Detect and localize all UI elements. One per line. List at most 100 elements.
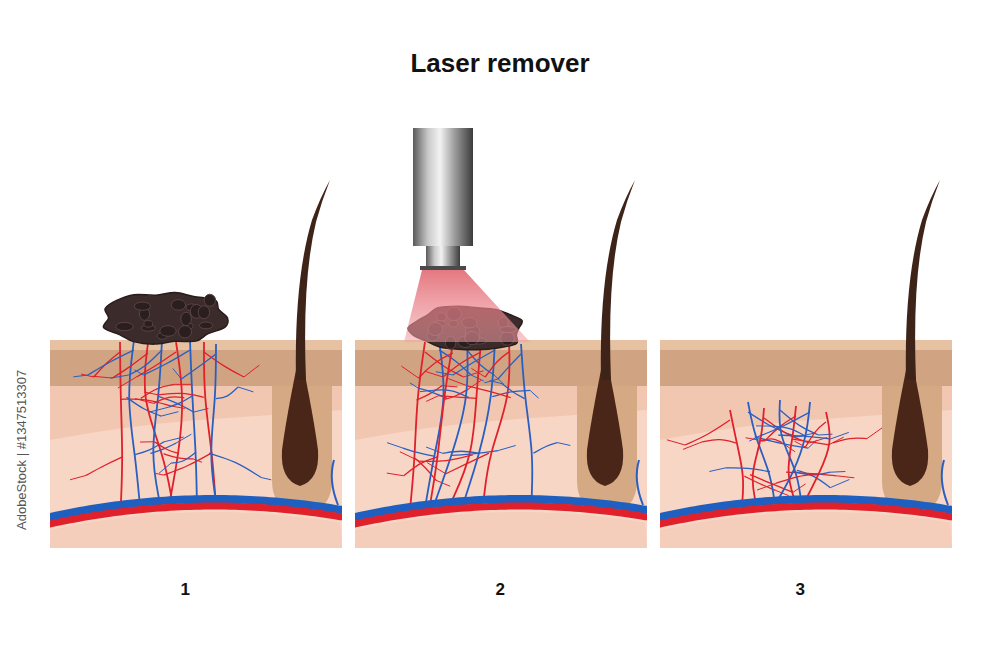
mole-spot	[134, 302, 150, 310]
capillary-twig	[757, 483, 776, 490]
capillary-twig	[746, 438, 765, 441]
mole-spot	[181, 312, 192, 325]
mole-spot	[199, 322, 212, 329]
capillary-branch	[181, 354, 216, 379]
capillary-twig	[830, 471, 845, 473]
capillary-twig	[135, 370, 144, 375]
hair-bulb	[587, 370, 623, 486]
capillary-twig	[387, 473, 404, 476]
capillary-branch	[793, 439, 829, 445]
capillary-twig	[427, 463, 446, 474]
capillary-twig	[448, 379, 468, 386]
skin-panel	[45, 180, 345, 548]
capillary-twig	[238, 387, 253, 392]
capillary-branch	[685, 420, 730, 445]
capillary	[730, 410, 743, 505]
callout-number: 3	[796, 580, 805, 600]
mole-spot	[160, 326, 176, 337]
capillary-branch	[86, 457, 123, 476]
artery	[355, 506, 647, 524]
capillary-branch	[136, 352, 176, 377]
capillary-twig	[830, 432, 848, 439]
capillary	[211, 344, 216, 500]
capillary-branch	[468, 386, 511, 398]
capillary	[753, 408, 764, 503]
capillary	[805, 412, 829, 500]
skin-panel	[655, 180, 955, 548]
capillary-twig	[530, 390, 538, 398]
capillary-twig	[830, 479, 849, 487]
capillary-twig	[683, 442, 702, 449]
capillary	[521, 344, 532, 500]
skin-panel	[350, 180, 650, 548]
capillary	[637, 460, 643, 505]
capillary-twig	[73, 375, 88, 377]
capillary-branch	[772, 426, 806, 437]
capillary-twig	[111, 375, 129, 378]
artery	[50, 506, 342, 524]
capillary	[204, 342, 216, 500]
capillary	[777, 402, 810, 502]
capillary	[434, 340, 468, 505]
capillary-twig	[426, 447, 443, 453]
capillary	[145, 343, 173, 501]
laser-nozzle	[420, 266, 466, 270]
capillary	[129, 340, 140, 504]
capillary	[190, 340, 197, 500]
capillary-twig	[70, 475, 86, 479]
capillary-branch	[765, 416, 796, 441]
capillary-twig	[420, 390, 434, 392]
capillary-twig	[261, 478, 271, 480]
capillary-branch	[154, 442, 178, 454]
capillary-branch	[88, 350, 134, 375]
capillary-branch	[209, 453, 261, 477]
hair-shaft	[906, 180, 940, 380]
capillary-branch	[143, 350, 190, 375]
capillary-twig	[173, 368, 182, 379]
capillary-twig	[387, 443, 402, 448]
mole	[103, 293, 228, 345]
capillary-twig	[667, 440, 685, 445]
capillary-twig	[244, 365, 260, 377]
capillary-twig	[156, 473, 164, 475]
capillary-twig	[426, 396, 439, 402]
capillary-twig	[749, 437, 757, 441]
laser-device	[413, 128, 473, 270]
mole-body	[103, 293, 228, 345]
hair-bulb	[892, 370, 928, 486]
capillary	[942, 460, 948, 505]
mole-spot	[198, 306, 210, 319]
capillary-twig	[756, 425, 772, 426]
capillary-twig	[135, 399, 154, 404]
callout-number: 1	[181, 580, 190, 600]
capillary-branch	[755, 437, 808, 448]
capillary-twig	[794, 441, 805, 447]
laser-body	[413, 128, 473, 246]
capillary-branch	[485, 352, 509, 377]
capillary-twig	[400, 452, 420, 461]
capillary-branch	[502, 384, 524, 399]
capillary-twig	[140, 441, 155, 442]
capillary-twig	[436, 372, 453, 375]
capillary-twig	[118, 377, 137, 388]
capillary	[430, 343, 453, 505]
capillary-branch	[533, 443, 557, 454]
capillary-twig	[498, 445, 515, 450]
capillary-twig	[144, 392, 159, 395]
capillary	[410, 342, 425, 508]
capillary-branch	[418, 353, 453, 378]
capillary-branch	[439, 396, 476, 399]
capillary-twig	[410, 383, 419, 388]
capillary	[332, 460, 338, 505]
watermark: AdobeStock | #1347513307	[14, 370, 29, 530]
capillary-twig	[484, 379, 498, 383]
capillary-twig	[558, 443, 571, 446]
capillary-twig	[161, 412, 178, 416]
capillary-branch	[446, 453, 489, 474]
artery	[660, 506, 952, 524]
diagram-title: Laser remover	[410, 48, 589, 79]
capillary-twig	[867, 428, 882, 439]
capillary-branch	[417, 386, 442, 400]
capillary-branch	[164, 453, 213, 475]
